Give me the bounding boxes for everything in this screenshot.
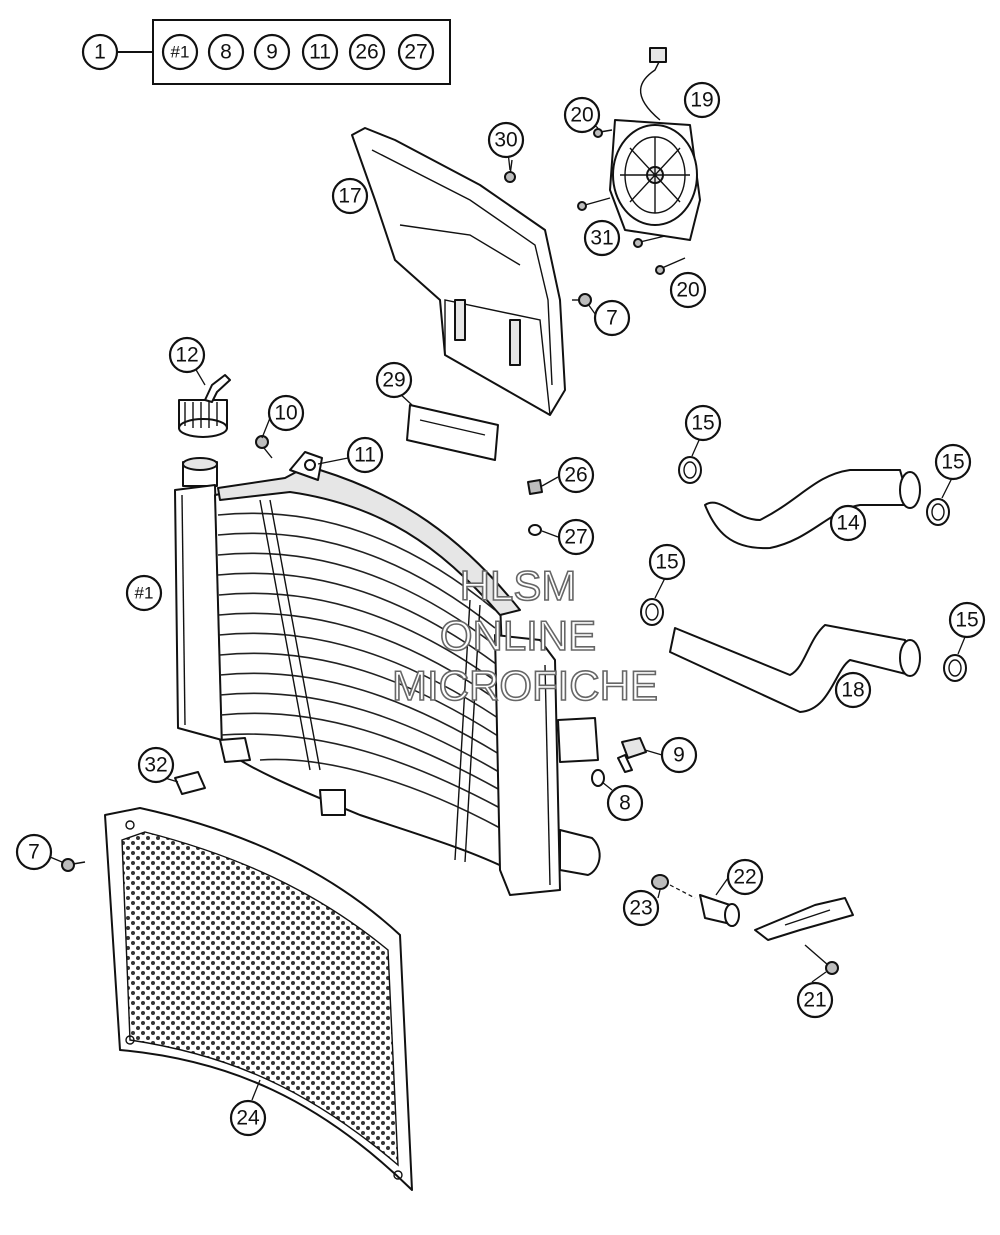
callout-11: 11 — [346, 436, 384, 474]
svg-text:21: 21 — [803, 989, 826, 1012]
bolt-7 — [61, 858, 86, 872]
callout-22: 22 — [726, 858, 764, 896]
svg-text:29: 29 — [382, 369, 405, 392]
watermark-line-3: MICROFICHE — [392, 662, 658, 709]
hose-clamp-4 — [943, 654, 967, 682]
callout-17: 17 — [331, 177, 369, 215]
svg-text:14: 14 — [836, 512, 860, 535]
washer-27 — [528, 524, 542, 536]
svg-text:26: 26 — [355, 41, 378, 64]
kit-member-1: #1 — [161, 33, 199, 71]
callout-18: 18 — [834, 671, 872, 709]
svg-text:#1: #1 — [171, 43, 190, 62]
svg-text:27: 27 — [404, 41, 427, 64]
callout-30: 30 — [487, 121, 525, 159]
hose-14 — [704, 469, 921, 550]
svg-text:15: 15 — [655, 551, 678, 574]
bracket-29 — [406, 404, 499, 461]
rubber-mount-22 — [699, 894, 740, 927]
nut-23 — [651, 874, 669, 890]
bolt-21 — [804, 944, 839, 975]
mounting-bracket — [754, 897, 854, 941]
svg-text:11: 11 — [309, 41, 331, 64]
callout-12: 12 — [168, 336, 206, 374]
svg-text:20: 20 — [570, 104, 593, 127]
watermark: HLSM ONLINE MICROFICHE — [391, 561, 659, 710]
kit-member-2: 8 — [207, 33, 245, 71]
radiator-cap — [178, 374, 231, 438]
hose-18 — [669, 624, 921, 713]
callout-7-upper: 7 — [593, 299, 631, 337]
callout-20-upper: 20 — [563, 96, 601, 134]
callout-24: 24 — [229, 1099, 267, 1137]
callout-15-a: 15 — [684, 404, 722, 442]
svg-text:26: 26 — [564, 464, 587, 487]
svg-text:18: 18 — [841, 679, 864, 702]
o-ring — [591, 769, 605, 787]
callout-14: 14 — [829, 504, 867, 542]
watermark-line-1: HLSM — [460, 562, 577, 609]
callout-9: 9 — [660, 736, 698, 774]
radiator — [174, 451, 601, 896]
callout-15-d: 15 — [948, 601, 986, 639]
hose-clamp-1 — [678, 456, 702, 484]
callout-15-b: 15 — [934, 443, 972, 481]
radiator-screen — [104, 807, 413, 1191]
svg-text:23: 23 — [629, 897, 652, 920]
callout-radiator: #1 — [125, 574, 163, 612]
nut-26 — [527, 479, 543, 495]
svg-text:10: 10 — [274, 402, 297, 425]
cooling-fan — [504, 47, 701, 307]
svg-text:15: 15 — [941, 451, 964, 474]
svg-text:24: 24 — [236, 1107, 260, 1130]
svg-text:7: 7 — [28, 841, 40, 864]
svg-text:8: 8 — [220, 41, 232, 64]
kit-member-3: 9 — [253, 33, 291, 71]
kit-member-5: 26 — [348, 33, 386, 71]
svg-text:8: 8 — [619, 792, 631, 815]
svg-text:32: 32 — [144, 754, 167, 777]
svg-text:20: 20 — [676, 279, 699, 302]
svg-text:11: 11 — [354, 444, 376, 467]
svg-text:17: 17 — [338, 185, 361, 208]
callout-8: 8 — [606, 784, 644, 822]
callout-32: 32 — [137, 746, 175, 784]
callout-7-lower: 7 — [15, 833, 53, 871]
svg-text:30: 30 — [494, 129, 517, 152]
kit-member-6: 27 — [397, 33, 435, 71]
temperature-switch — [617, 737, 647, 773]
svg-text:7: 7 — [606, 307, 618, 330]
svg-text:15: 15 — [691, 412, 714, 435]
clip-32 — [174, 771, 206, 795]
callout-27: 27 — [557, 518, 595, 556]
kit-callout-main: 1 — [81, 33, 119, 71]
callout-21: 21 — [796, 981, 834, 1019]
callout-23: 23 — [622, 889, 660, 927]
callout-31: 31 — [583, 219, 621, 257]
callout-20-lower: 20 — [669, 271, 707, 309]
callout-26: 26 — [557, 456, 595, 494]
callout-15-c: 15 — [648, 543, 686, 581]
svg-text:9: 9 — [266, 41, 278, 64]
bolt-10 — [255, 435, 273, 459]
callout-19: 19 — [683, 81, 721, 119]
svg-text:15: 15 — [955, 609, 978, 632]
hose-clamp-3 — [640, 598, 664, 626]
svg-text:9: 9 — [673, 744, 685, 767]
fan-shroud — [351, 127, 566, 416]
svg-text:27: 27 — [564, 526, 587, 549]
callout-10: 10 — [267, 394, 305, 432]
svg-text:12: 12 — [175, 344, 198, 367]
svg-text:#1: #1 — [135, 584, 154, 603]
svg-text:22: 22 — [733, 866, 756, 889]
kit-legend: 1 #1 8 9 11 26 27 — [81, 19, 451, 85]
kit-main-label: 1 — [94, 41, 106, 64]
kit-member-4: 11 — [301, 33, 339, 71]
svg-text:31: 31 — [590, 227, 613, 250]
svg-text:19: 19 — [690, 89, 713, 112]
watermark-line-2: ONLINE — [440, 612, 596, 659]
callout-29: 29 — [375, 361, 413, 399]
hose-clamp-2 — [926, 498, 950, 526]
